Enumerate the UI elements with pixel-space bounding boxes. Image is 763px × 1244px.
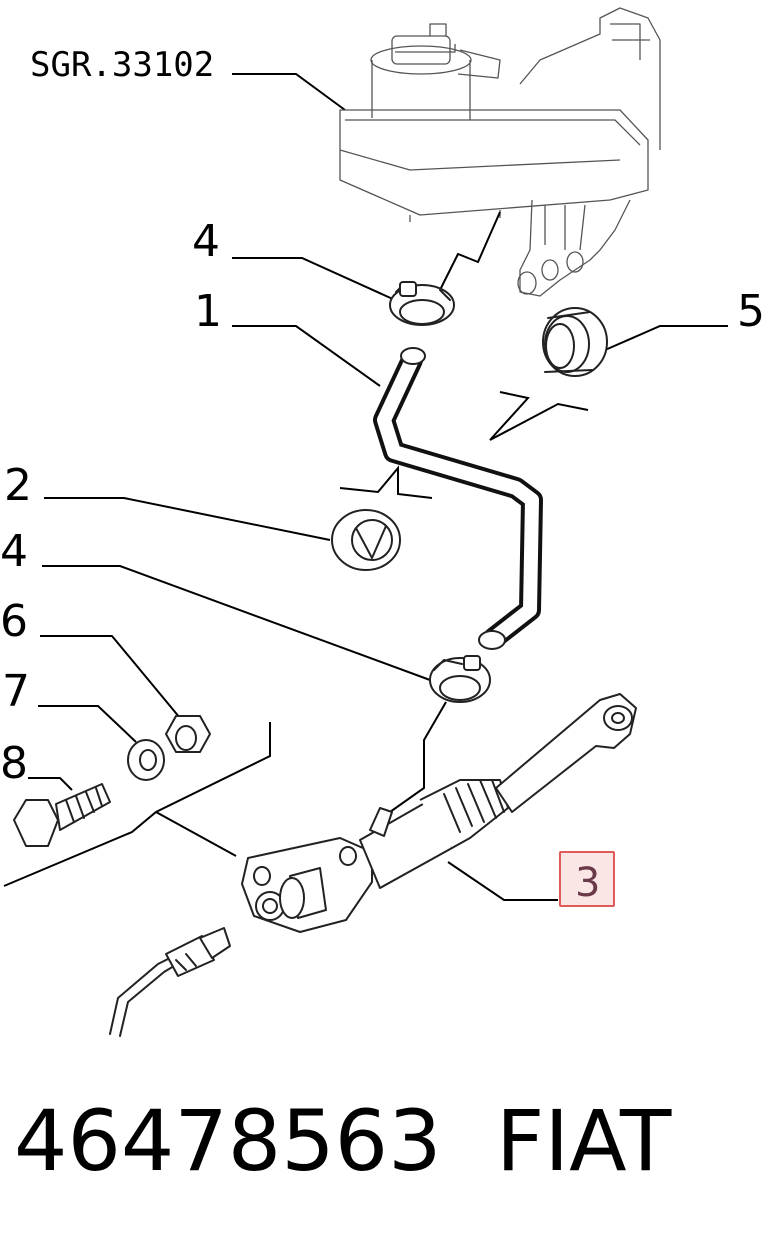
footer-part-number: 46478563 <box>14 1092 442 1190</box>
bracket-line-middle <box>489 391 589 441</box>
callout-7: 7 <box>2 666 30 717</box>
callout-2: 2 <box>4 460 32 511</box>
callout-3-leader <box>447 861 558 901</box>
hydraulic-pipe-fitting <box>109 927 231 1037</box>
callout-1: 1 <box>194 286 222 337</box>
callout-4-lower-leader <box>42 565 431 681</box>
callout-4-upper: 4 <box>192 216 220 267</box>
callout-7-leader <box>38 705 137 743</box>
hose-clamp-upper <box>389 281 455 326</box>
connection-line-lower <box>389 701 447 813</box>
hose-clamp-lower <box>429 655 491 703</box>
callout-3-highlight-box <box>559 851 615 907</box>
hose-clip <box>331 509 401 571</box>
callout-6-leader <box>40 635 181 719</box>
connection-line-upper <box>429 211 501 311</box>
clutch-master-cylinder <box>241 693 637 933</box>
callout-4-upper-leader <box>232 257 396 301</box>
callout-6: 6 <box>0 596 28 647</box>
callout-4-lower: 4 <box>0 526 28 577</box>
hex-bolt <box>13 783 111 847</box>
footer-brand: FIAT <box>496 1092 672 1190</box>
fluid-reservoir-drawing <box>339 7 661 297</box>
washer <box>127 739 165 781</box>
callout-5-leader <box>604 325 728 351</box>
callout-5: 5 <box>737 286 763 337</box>
callout-3: 3 <box>575 860 600 906</box>
reference-leader-line <box>232 73 346 111</box>
callout-2-leader <box>44 497 331 541</box>
reference-code: SGR.33102 <box>30 45 214 85</box>
callout-8-leader <box>28 777 73 791</box>
bracket-line-bottom-branch <box>155 811 237 857</box>
callout-1-leader <box>232 325 381 387</box>
fluid-hose <box>373 347 543 650</box>
hex-nut <box>165 715 211 753</box>
rubber-grommet <box>542 307 608 377</box>
callout-8: 8 <box>0 738 28 789</box>
bracket-line-left <box>339 465 433 499</box>
